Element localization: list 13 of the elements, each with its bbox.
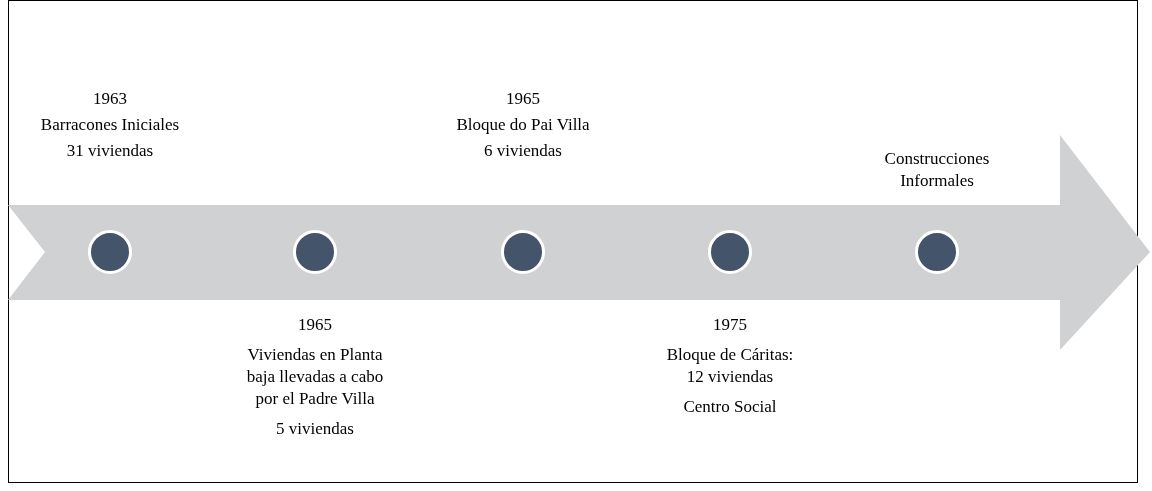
timeline-caption: Bloque de Cáritas: 12 viviendas bbox=[665, 344, 795, 388]
timeline-caption: 6 viviendas bbox=[484, 140, 562, 162]
timeline-caption: 1963 bbox=[93, 88, 127, 110]
timeline-caption: 1965 bbox=[506, 88, 540, 110]
timeline-caption: 1975 bbox=[713, 314, 747, 336]
timeline-caption: Construcciones Informales bbox=[883, 148, 991, 192]
timeline-caption: 5 viviendas bbox=[276, 418, 354, 440]
timeline-caption: 1965 bbox=[298, 314, 332, 336]
timeline-caption: Bloque do Pai Villa bbox=[456, 114, 590, 136]
timeline-caption: Centro Social bbox=[683, 396, 777, 418]
timeline-caption: Viviendas en Planta baja llevadas a cabo por el Padre Villa bbox=[245, 344, 385, 410]
timeline-caption: 31 viviendas bbox=[66, 140, 154, 162]
timeline-caption: Barracones Iniciales bbox=[40, 114, 180, 136]
